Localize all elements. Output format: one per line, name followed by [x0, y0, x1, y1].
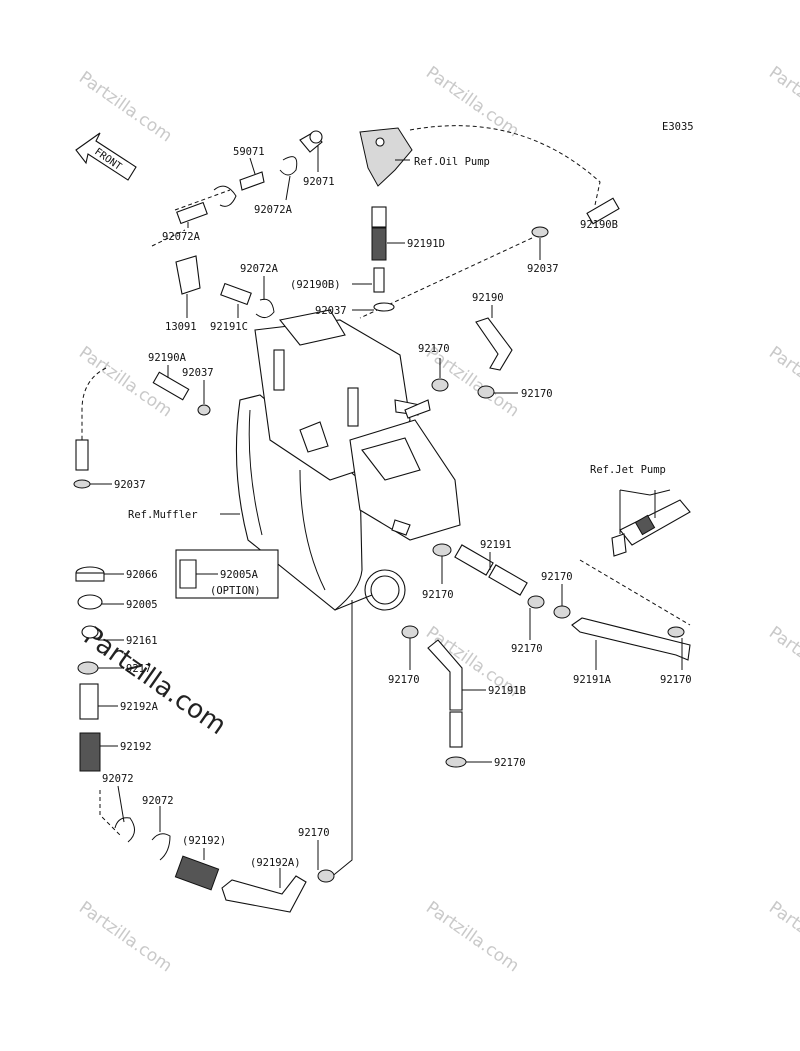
routing-lines [81, 125, 691, 836]
label-92072a-top: 92072A [254, 204, 293, 216]
label-59071: 59071 [233, 146, 265, 158]
label-92190b: 92190B [580, 219, 618, 231]
label-92072-a: 92072 [102, 773, 134, 785]
label-92190a: 92190A [148, 352, 187, 364]
label-92170-f: 92170 [388, 674, 420, 686]
hose-92190a [73, 371, 211, 489]
label-92191b: 92191B [488, 685, 526, 697]
label-option: (OPTION) [210, 585, 261, 597]
label-92066: 92066 [126, 569, 158, 581]
label-92190b-paren: (92190B) [290, 279, 341, 291]
connector-line [329, 600, 353, 879]
parts-top-left [175, 130, 620, 318]
label-ref-oil-pump: Ref.Oil Pump [414, 156, 490, 168]
label-92192-paren: (92192) [182, 835, 226, 847]
label-92037-left: 92037 [182, 367, 214, 379]
label-92192a-paren: (92192A) [250, 857, 301, 869]
label-92170-g: 92170 [494, 757, 526, 769]
label-92072a-mid: 92072A [240, 263, 279, 275]
label-92191c: 92191C [210, 321, 248, 333]
label-92190: 92190 [472, 292, 504, 304]
label-ref-muffler: Ref.Muffler [128, 509, 198, 521]
spring-92191d [371, 206, 395, 312]
label-92170-a: 92170 [418, 343, 450, 355]
label-92072-b: 92072 [142, 795, 174, 807]
drain-stack [75, 549, 335, 913]
front-arrow-icon: FRONT [75, 132, 137, 181]
jet-pump-fitting [611, 489, 691, 557]
label-92005: 92005 [126, 599, 158, 611]
label-92170-i: 92170 [298, 827, 330, 839]
label-92170-h: 92170 [660, 674, 692, 686]
label-92037-right: 92037 [527, 263, 559, 275]
label-92191d: 92191D [407, 238, 445, 250]
label-13091: 13091 [165, 321, 197, 333]
watermark: Partzilla.com [75, 898, 176, 977]
label-ref-jet-pump: Ref.Jet Pump [590, 464, 666, 476]
label-92191: 92191 [480, 539, 512, 551]
label-92072a-left: 92072A [162, 231, 201, 243]
label-92170-b: 92170 [521, 388, 553, 400]
label-92071: 92071 [303, 176, 335, 188]
diagram-code: E3035 [662, 121, 694, 133]
watermark: Partzilla.com [765, 343, 800, 422]
hose-92190 [404, 317, 513, 419]
label-92170-c: 92170 [422, 589, 454, 601]
label-92037-bottom: 92037 [114, 479, 146, 491]
label-92191a: 92191A [573, 674, 612, 686]
oil-pump-bracket [359, 127, 413, 187]
watermark: Partzilla.com [765, 63, 800, 142]
watermark: Partzilla.com [422, 63, 523, 142]
label-92170-d: 92170 [541, 571, 573, 583]
label-92192a: 92192A [120, 701, 159, 713]
watermark: Partzilla.com [765, 623, 800, 702]
watermark: Partzilla.com [422, 898, 523, 977]
label-92170-e: 92170 [511, 643, 543, 655]
watermark: Partzilla.com [765, 898, 800, 977]
label-92192: 92192 [120, 741, 152, 753]
label-92005a: 92005A [220, 569, 259, 581]
label-9217x: 9217 [126, 663, 151, 675]
label-92037-mid: 92037 [315, 305, 347, 317]
watermark: Partzilla.com [75, 68, 176, 147]
label-92161: 92161 [126, 635, 158, 647]
hoses-middle-right [401, 543, 691, 768]
